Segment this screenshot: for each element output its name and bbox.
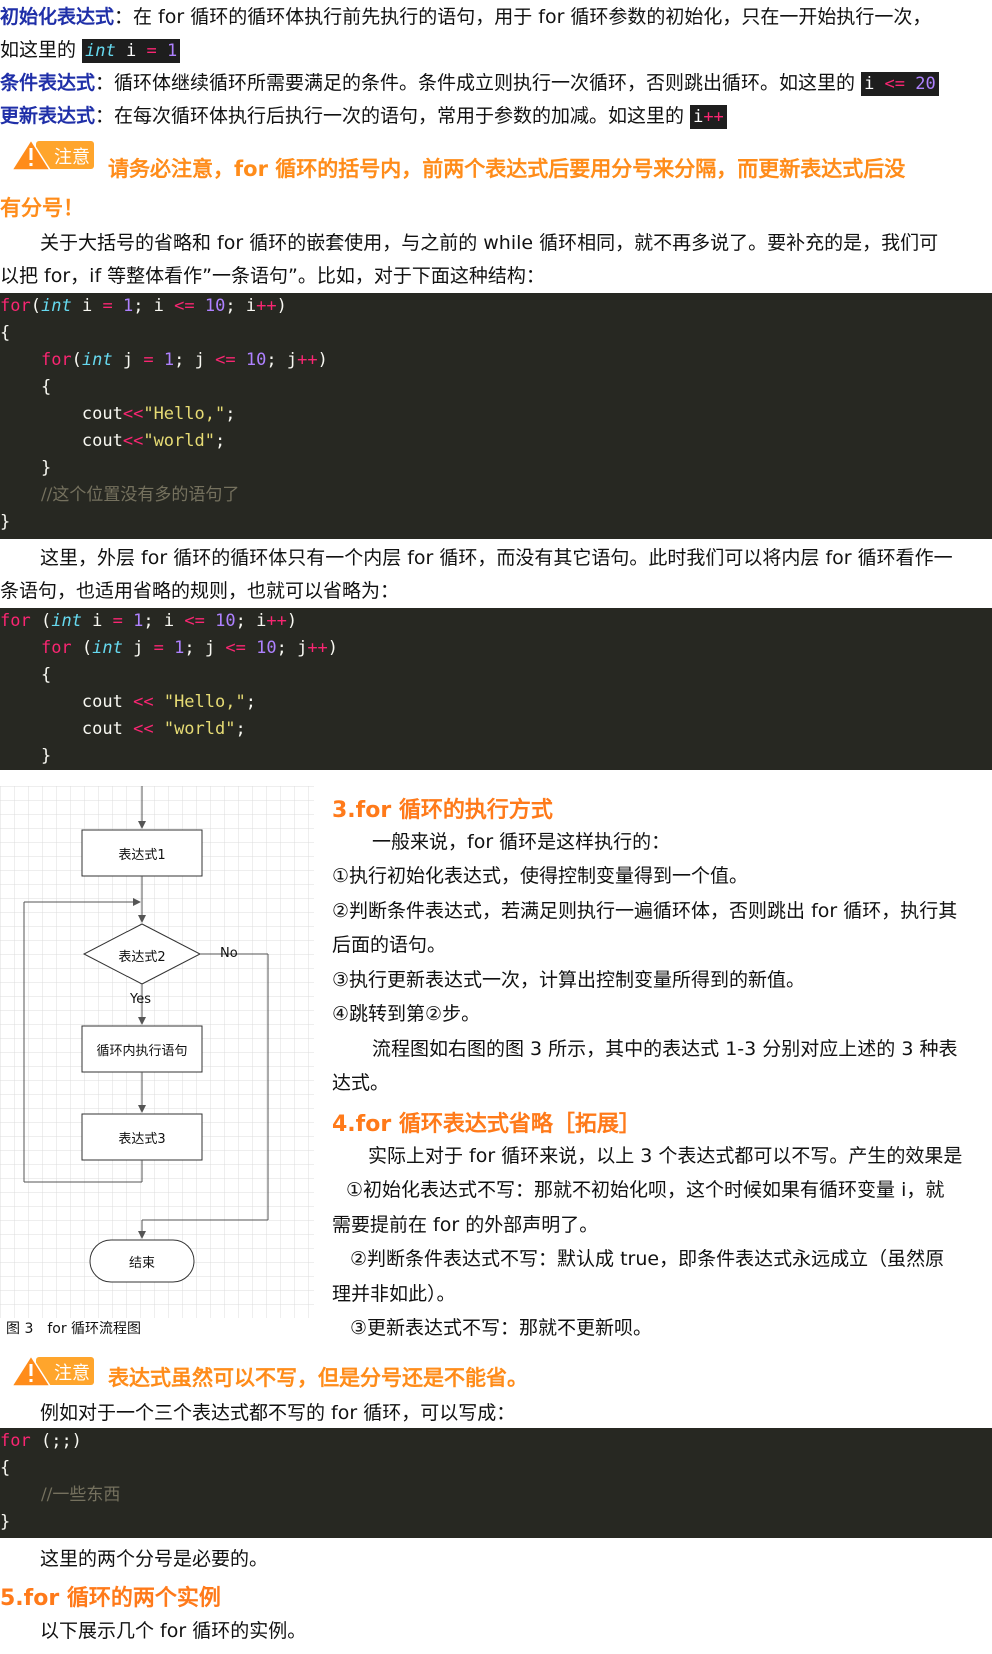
para2-line1: 这里，外层 for 循环的循环体只有一个内层 for 循环，而没有其它语句。此时… bbox=[40, 547, 953, 569]
init-term: 初始化表达式 bbox=[0, 6, 115, 28]
section4-line: ②判断条件表达式不写：默认成 true，即条件表达式永远成立（虽然原 bbox=[350, 1248, 945, 1270]
init-text: ：在 for 循环的循环体执行前先执行的语句，用于 for 循环参数的初始化，只… bbox=[114, 6, 932, 28]
para3-line1: 例如对于一个三个表达式都不写的 for 循环，可以写成： bbox=[40, 1402, 516, 1424]
section5-title: 5.for 循环的两个实例 bbox=[0, 1586, 221, 1611]
section4-title: 4.for 循环表达式省略［拓展］ bbox=[332, 1112, 641, 1137]
notice1-line1: 请务必注意，for 循环的括号内，前两个表达式后要用分号来分隔，而更新表达式后没 bbox=[108, 157, 906, 181]
warning-icon bbox=[10, 1354, 94, 1387]
section3-line: 后面的语句。 bbox=[332, 934, 447, 956]
section3-line: ②判断条件表达式，若满足则执行一遍循环体，否则跳出 for 循环，执行其 bbox=[332, 900, 958, 922]
section3-line: 流程图如右图的图 3 所示，其中的表达式 1-3 分别对应上述的 3 种表 bbox=[372, 1038, 958, 1060]
section4-line: ①初始化表达式不写：那就不初始化呗，这个时候如果有循环变量 i，就 bbox=[346, 1179, 945, 1201]
flow-no-label: No bbox=[220, 946, 238, 961]
update-inline-code: i++ bbox=[690, 105, 727, 129]
notice1-line2: 有分号！ bbox=[0, 196, 84, 220]
flow-yes-label: Yes bbox=[130, 992, 151, 1007]
flow-box2-label: 循环内执行语句 bbox=[96, 1044, 188, 1059]
section3-line: ①执行初始化表达式，使得控制变量得到一个值。 bbox=[332, 865, 749, 887]
section3-title: 3.for 循环的执行方式 bbox=[332, 798, 553, 823]
section3-line: 达式。 bbox=[332, 1072, 390, 1094]
cond-expression-line: 条件表达式：循环体继续循环所需要满足的条件。条件成立则执行一次循环，否则跳出循环… bbox=[0, 70, 939, 97]
section4-line: 需要提前在 for 的外部声明了。 bbox=[332, 1214, 599, 1236]
section4-line: 理并非如此）。 bbox=[332, 1283, 456, 1305]
para1-line2: 以把 for，if 等整体看作”一条语句”。比如，对于下面这种结构： bbox=[0, 265, 545, 287]
init-inline-code: int i = 1 bbox=[82, 39, 181, 63]
para2-line2: 条语句，也适用省略的规则，也就可以省略为： bbox=[0, 580, 400, 602]
init-expression-line2: 如这里的 int i = 1 bbox=[0, 37, 181, 64]
update-term: 更新表达式 bbox=[0, 105, 96, 127]
code-block-omitted: for (int i = 1; i <= 10; i++) for (int j… bbox=[0, 608, 992, 770]
update-expression-line: 更新表达式：在每次循环体执行后执行一次的语句，常用于参数的加减。如这里的 i++ bbox=[0, 103, 727, 130]
cond-text: ：循环体继续循环所需要满足的条件。条件成立则执行一次循环，否则跳出循环。如这里的 bbox=[95, 72, 862, 94]
flow-end-label: 结束 bbox=[128, 1256, 155, 1271]
flowchart-diagram bbox=[0, 786, 314, 1318]
section4-line: 实际上对于 for 循环来说，以上 3 个表达式都可以不写。产生的效果是 bbox=[368, 1145, 963, 1167]
flow-box3-label: 表达式3 bbox=[118, 1132, 166, 1147]
notice-label: 注意 bbox=[54, 1363, 90, 1384]
notice-badge: 注意 bbox=[10, 1354, 96, 1392]
section3-line: 一般来说，for 循环是这样执行的： bbox=[372, 831, 671, 853]
init-text2: 如这里的 bbox=[0, 39, 83, 61]
notice-badge: 注意 bbox=[10, 138, 96, 176]
section3-line: ④跳转到第②步。 bbox=[332, 1003, 481, 1025]
flow-diamond-label: 表达式2 bbox=[118, 950, 166, 965]
para1-line1: 关于大括号的省略和 for 循环的嵌套使用，与之前的 while 循环相同，就不… bbox=[40, 232, 939, 254]
flow-caption: 图 3 for 循环流程图 bbox=[6, 1321, 142, 1337]
code-block-infinite: for (;;) { //一些东西 } bbox=[0, 1428, 992, 1538]
para4-line1: 这里的两个分号是必要的。 bbox=[40, 1548, 269, 1570]
section5-line1: 以下展示几个 for 循环的实例。 bbox=[40, 1620, 307, 1642]
section3-line: ③执行更新表达式一次，计算出控制变量所得到的新值。 bbox=[332, 969, 806, 991]
cond-inline-code: i <= 20 bbox=[861, 72, 939, 96]
update-text: ：在每次循环体执行后执行一次的语句，常用于参数的加减。如这里的 bbox=[95, 105, 691, 127]
code-block-nested: for(int i = 1; i <= 10; i++) { for(int j… bbox=[0, 293, 992, 539]
flowchart-figure: 表达式1 表达式2 No Yes 循环内执行语句 表达式3 结束 图 3 for… bbox=[0, 786, 314, 1338]
flow-box1-label: 表达式1 bbox=[118, 848, 166, 863]
warning-icon bbox=[10, 138, 94, 171]
notice-label: 注意 bbox=[54, 147, 90, 168]
notice2-text: 表达式虽然可以不写，但是分号还是不能省。 bbox=[108, 1366, 528, 1390]
init-expression-line: 初始化表达式：在 for 循环的循环体执行前先执行的语句，用于 for 循环参数… bbox=[0, 4, 931, 30]
cond-term: 条件表达式 bbox=[0, 72, 96, 94]
section4-line: ③更新表达式不写：那就不更新呗。 bbox=[350, 1317, 653, 1339]
